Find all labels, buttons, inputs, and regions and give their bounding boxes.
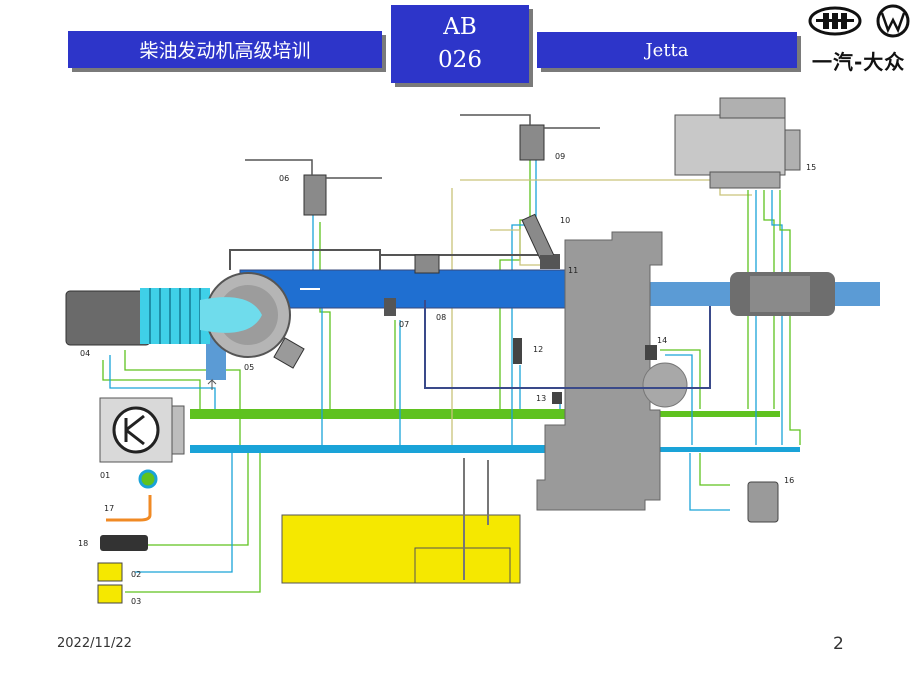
slide-code-line1: AB — [443, 14, 477, 40]
turbocharger — [200, 272, 305, 369]
label-03: 03 — [131, 597, 141, 606]
label-01: 01 — [100, 471, 110, 480]
signal-bus-cyan — [190, 445, 640, 453]
page-number: 2 — [833, 634, 844, 654]
label-06: 06 — [279, 174, 289, 183]
sensor-13 — [552, 392, 562, 404]
vw-logo-icon — [876, 4, 910, 38]
intake-hose — [140, 288, 210, 344]
air-mass-meter — [65, 290, 151, 346]
label-07: 07 — [399, 320, 409, 329]
model-name: Jetta — [645, 39, 689, 61]
relay-02 — [97, 562, 123, 582]
egr-line — [424, 300, 711, 389]
relay-03 — [97, 584, 123, 604]
sensor-07 — [384, 298, 396, 316]
slide-code-line2: 026 — [438, 47, 482, 73]
valve-09 — [460, 114, 600, 161]
faw-logo-icon — [808, 6, 862, 36]
label-13: 13 — [536, 394, 546, 403]
label-10: 10 — [560, 216, 570, 225]
label-17: 17 — [104, 504, 114, 513]
sensor-11 — [540, 255, 560, 269]
throttle-body — [414, 254, 440, 274]
ecu-icon — [99, 397, 185, 489]
brand-logo-text: 一汽-大众 — [812, 50, 906, 74]
label-09: 09 — [555, 152, 565, 161]
intake-manifold-pipe — [239, 269, 581, 309]
label-04: 04 — [80, 349, 90, 358]
model-banner: Jetta — [537, 32, 797, 68]
sensor-14 — [645, 345, 657, 360]
label-05: 05 — [244, 363, 254, 372]
sensor-12 — [513, 338, 522, 364]
diagnostic-connector — [100, 535, 148, 551]
footer-date: 2022/11/22 — [57, 636, 132, 651]
label-14: 14 — [657, 336, 667, 345]
label-02: 02 — [131, 570, 141, 579]
injection-pump — [674, 97, 801, 189]
course-title: 柴油发动机高级培训 — [139, 40, 311, 62]
label-16: 16 — [784, 476, 794, 485]
signal-bus-green — [190, 409, 640, 419]
engine-block — [536, 231, 663, 511]
slide-code-box: AB 026 — [391, 5, 529, 83]
label-18: 18 — [78, 539, 88, 548]
label-15: 15 — [806, 163, 816, 172]
course-title-banner: 柴油发动机高级培训 — [68, 31, 382, 68]
wire-17 — [106, 495, 152, 522]
label-08: 08 — [436, 313, 446, 322]
label-11: 11 — [568, 266, 578, 275]
label-12: 12 — [533, 345, 543, 354]
component-16 — [747, 481, 779, 523]
valve-06 — [245, 159, 382, 216]
